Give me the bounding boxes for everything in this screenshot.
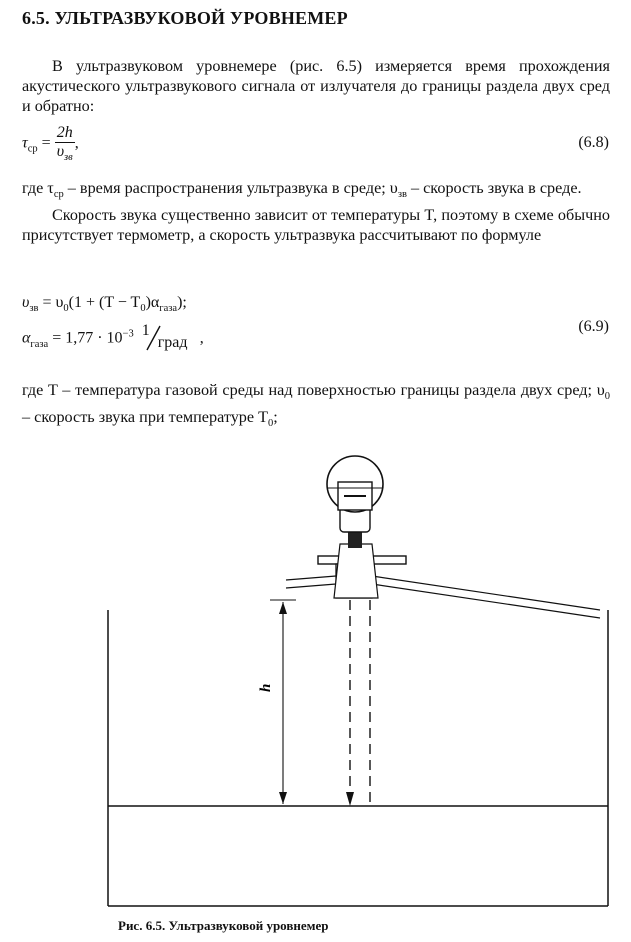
subscript: 0 [604, 391, 610, 403]
section-heading: 6.5. УЛЬТРАЗВУКОВОЙ УРОВНЕМЕР [22, 8, 348, 28]
subscript: зв [29, 303, 39, 315]
text-run: Скорость звука существенно зависит от те… [22, 206, 610, 245]
subscript: ср [53, 189, 64, 201]
fraction-denominator: град [157, 334, 188, 351]
equals-sign: = [41, 134, 51, 152]
subscript: зв [397, 189, 407, 201]
subscript: газа [159, 303, 178, 315]
dimension-arrow-bottom [279, 792, 287, 804]
roof-right [371, 575, 601, 619]
subscript: 0 [140, 303, 146, 315]
level-meter-figure: h [107, 455, 609, 907]
formula-6-8: τср = 2h υзв , [22, 124, 79, 163]
v-symbol: υ [56, 143, 65, 160]
text-run: (1 + (T − T [68, 294, 141, 311]
paragraph-variables: где T – температура газовой среды над по… [22, 380, 610, 434]
transmitter-neck [348, 528, 362, 548]
text-run: = 1,77 · 10 [48, 329, 123, 347]
fraction-numerator: 1 [141, 322, 150, 339]
paragraph-definitions: где τср – время распространения ультразв… [22, 178, 610, 245]
text-run: )α [145, 294, 160, 311]
alpha-symbol: α [22, 329, 31, 347]
v-symbol: υ [22, 294, 30, 311]
text-run: – скорость звука при температуре T [22, 408, 269, 427]
subscript: 0 [63, 303, 69, 315]
roof-left [285, 575, 337, 589]
figure-caption: Рис. 6.5. Ультразвуковой уровнемер [118, 918, 329, 933]
tau-symbol: τ [22, 134, 28, 152]
v-subscript: зв [64, 152, 73, 164]
text-run: ); [177, 294, 187, 311]
fraction-slash [146, 325, 161, 351]
equation-number-6-9: (6.9) [578, 318, 609, 335]
formula-comma: , [199, 329, 204, 347]
formula-6-9-line2: αгаза = 1,77 · 10−3 1 град , [22, 322, 204, 352]
fraction-denominator: υзв [55, 143, 75, 163]
paragraph-intro: В ультразвуковом уровнемере (рис. 6.5) и… [22, 57, 610, 115]
wave-arrowhead [346, 792, 354, 806]
formula-6-9-line1: υзв = υ0(1 + (T − T0)αгаза); [22, 294, 187, 314]
text-run: ; [273, 408, 278, 427]
text-run: = υ [38, 294, 64, 311]
dimension-label-h: h [258, 684, 274, 692]
fraction-numerator: 2h [54, 124, 75, 143]
text-run: – время распространения ультразвука в ср… [63, 179, 398, 197]
text-run: где T – температура газовой среды над по… [22, 381, 605, 399]
formula-comma: , [74, 134, 79, 152]
tau-subscript: ср [27, 143, 38, 155]
slash-fraction: 1 град [138, 322, 200, 352]
subscript: газа [30, 338, 49, 350]
subscript: 0 [268, 418, 274, 430]
horn-antenna [333, 543, 379, 599]
text-run: – скорость звука в среде. [406, 179, 582, 197]
fraction-2h-over-v: 2h υзв [54, 124, 75, 163]
equation-number-6-8: (6.8) [578, 134, 609, 151]
dimension-arrow-top [279, 602, 287, 614]
superscript: −3 [122, 328, 134, 340]
text-run: где τ [22, 179, 54, 197]
